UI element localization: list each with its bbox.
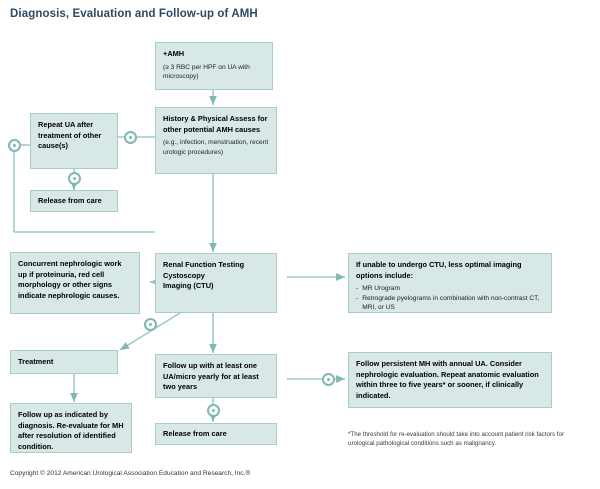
- junction-icon: [68, 172, 81, 185]
- list-item: - Retrograde pyelograms in combination w…: [356, 294, 544, 313]
- ctu-option-text: Retrograde pyelograms in combination wit…: [362, 294, 540, 312]
- box-release-top-heading: Release from care: [38, 195, 102, 205]
- box-persistent-mh: Follow persistent MH with annual UA. Con…: [348, 352, 552, 408]
- junction-icon: [322, 373, 335, 386]
- box-repeat-ua-heading: Repeat UA after treatment of other cause…: [38, 120, 102, 151]
- box-history-heading: History & Physical Assess for other pote…: [163, 114, 268, 134]
- box-release-from-care-bottom: Release from care: [155, 423, 277, 445]
- junction-node-renal-to-treatment: [144, 318, 157, 331]
- list-item: - MR Urogram: [356, 284, 544, 294]
- box-treatment-heading: Treatment: [18, 356, 54, 366]
- box-followup-diagnosis: Follow up as indicated by diagnosis. Re-…: [10, 403, 132, 453]
- box-release-bottom-heading: Release from care: [163, 428, 227, 438]
- ctu-option-text: MR Urogram: [362, 285, 400, 293]
- junction-node-left-loop: [8, 139, 21, 152]
- junction-icon: [124, 131, 137, 144]
- box-amh-heading: +AMH: [163, 49, 185, 58]
- box-renal-line2: Cystoscopy: [163, 270, 205, 280]
- junction-icon: [144, 318, 157, 331]
- box-nephrologic-heading: Concurrent nephrologic work up if protei…: [18, 259, 122, 300]
- box-history-physical: History & Physical Assess for other pote…: [155, 107, 277, 174]
- ctu-options-list: - MR Urogram - Retrograde pyelograms in …: [356, 284, 544, 313]
- box-nephrologic-workup: Concurrent nephrologic work up if protei…: [10, 252, 140, 314]
- box-renal-line3: Imaging (CTU): [163, 281, 214, 291]
- box-repeat-ua: Repeat UA after treatment of other cause…: [30, 113, 118, 169]
- page-title: Diagnosis, Evaluation and Follow-up of A…: [10, 8, 258, 20]
- footnote-threshold: *The threshold for re-evaluation should …: [348, 431, 564, 448]
- junction-node-repeat-to-release: [68, 172, 81, 185]
- box-history-sub: (e.g., infection, menstruation, recent u…: [163, 139, 269, 156]
- box-followup-diagnosis-heading: Follow up as indicated by diagnosis. Re-…: [18, 410, 124, 451]
- box-amh-sub: (≥ 3 RBC per HPF on UA with microscopy): [163, 63, 250, 81]
- box-ctu-heading: If unable to undergo CTU, less optimal i…: [356, 260, 522, 280]
- dash-bullet-icon: -: [356, 294, 359, 302]
- box-followup-ua: Follow up with at least one UA/micro yea…: [155, 354, 277, 398]
- copyright-notice: Copyright © 2012 American Urological Ass…: [10, 470, 251, 477]
- box-ctu-alternatives: If unable to undergo CTU, less optimal i…: [348, 253, 552, 313]
- box-renal-function-testing: Renal Function Testing Cystoscopy Imagin…: [155, 253, 277, 313]
- box-release-from-care-top: Release from care: [30, 190, 118, 212]
- junction-node-followup-to-persistent: [322, 373, 335, 386]
- junction-node-history-to-repeat: [124, 131, 137, 144]
- junction-icon: [207, 404, 220, 417]
- dash-bullet-icon: -: [356, 285, 359, 293]
- box-renal-line1: Renal Function Testing: [163, 260, 245, 269]
- box-persistent-mh-heading: Follow persistent MH with annual UA. Con…: [356, 359, 539, 400]
- junction-icon: [8, 139, 21, 152]
- box-treatment: Treatment: [10, 350, 118, 374]
- junction-node-followup-to-release: [207, 404, 220, 417]
- box-followup-ua-heading: Follow up with at least one UA/micro yea…: [163, 361, 259, 392]
- box-amh: +AMH (≥ 3 RBC per HPF on UA with microsc…: [155, 42, 273, 90]
